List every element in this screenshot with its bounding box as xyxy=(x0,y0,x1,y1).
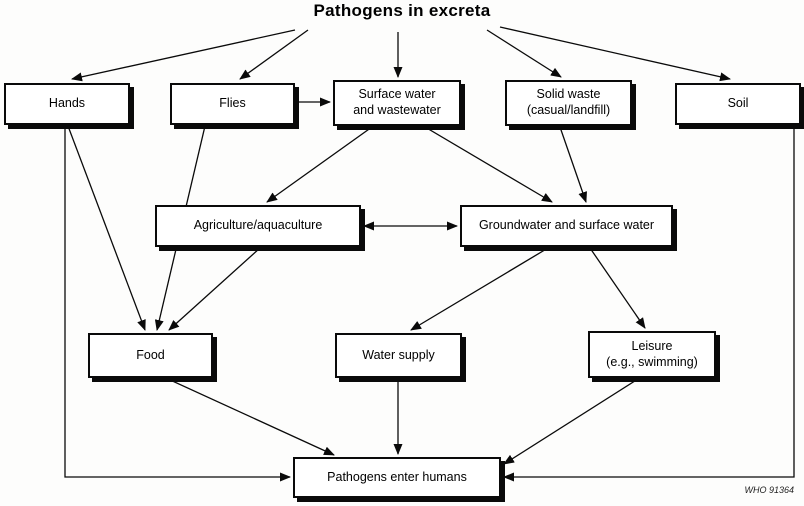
node-water-supply-label: Water supply xyxy=(362,347,435,362)
node-agriculture-label: Agriculture/aquaculture xyxy=(193,218,323,233)
node-groundwater: Groundwater and surface water xyxy=(460,205,673,247)
diagram-title: Pathogens in excreta xyxy=(313,1,491,20)
edge-agriculture-food xyxy=(168,247,261,331)
node-food: Food xyxy=(88,333,213,378)
node-soil-label: Soil xyxy=(727,96,749,111)
node-surface-water-label: Surface water and wastewater xyxy=(353,87,441,117)
node-hands-label: Hands xyxy=(48,96,86,111)
edge-excreta-hands xyxy=(71,29,296,82)
node-hands: Hands xyxy=(4,83,130,125)
node-leisure-label: Leisure (e.g., swimming) xyxy=(606,338,698,369)
node-pathogens-enter-humans: Pathogens enter humans xyxy=(293,457,501,498)
edge-hands-food xyxy=(67,125,146,331)
edge-surface-water-agriculture xyxy=(266,126,373,203)
node-agriculture: Agriculture/aquaculture xyxy=(155,205,361,247)
who-figure-number: WHO 91364 xyxy=(744,485,794,495)
edge-hands-enter-humans xyxy=(64,126,291,482)
node-soil: Soil xyxy=(675,83,801,125)
node-solid-waste: Solid waste (casual/landfill) xyxy=(505,80,632,126)
edge-food-enter-humans xyxy=(167,378,335,456)
edge-excreta-flies xyxy=(239,29,309,80)
edge-leisure-enter-humans xyxy=(503,378,639,465)
node-solid-waste-label: Solid waste (casual/landfill) xyxy=(526,87,611,117)
edge-solid-waste-groundwater xyxy=(559,126,587,203)
node-leisure: Leisure (e.g., swimming) xyxy=(588,331,716,378)
node-surface-water: Surface water and wastewater xyxy=(333,80,461,126)
node-food-label: Food xyxy=(136,347,165,362)
edge-soil-enter-humans xyxy=(503,126,795,482)
edge-groundwater-leisure xyxy=(589,247,646,329)
edge-surface-water-groundwater xyxy=(424,126,553,203)
edge-excreta-solid-waste xyxy=(486,29,562,78)
node-flies-label: Flies xyxy=(219,96,246,111)
node-groundwater-label: Groundwater and surface water xyxy=(478,218,655,233)
node-flies: Flies xyxy=(170,83,295,125)
edge-groundwater-water-supply xyxy=(410,247,549,331)
edge-excreta-soil xyxy=(499,26,731,82)
node-pathogens-enter-humans-label: Pathogens enter humans xyxy=(327,469,467,484)
node-water-supply: Water supply xyxy=(335,333,462,378)
